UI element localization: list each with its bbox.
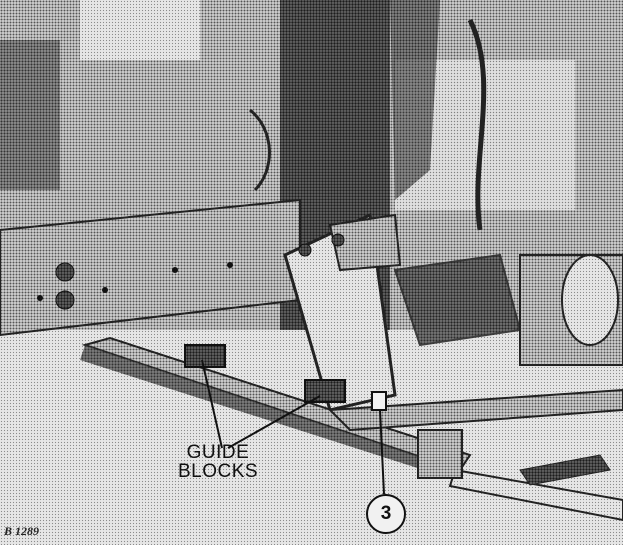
leader-line-right xyxy=(227,395,321,449)
blocks-label: BLOCKS xyxy=(177,461,259,482)
guide-block-left xyxy=(184,344,226,368)
callout-number: 3 xyxy=(366,494,406,534)
guide-label: GUIDE xyxy=(186,442,250,463)
figure-reference: B 1289 xyxy=(4,524,40,538)
guide-block-right xyxy=(304,379,346,403)
leader-line-callout xyxy=(379,409,385,495)
leader-line-left xyxy=(201,359,223,449)
